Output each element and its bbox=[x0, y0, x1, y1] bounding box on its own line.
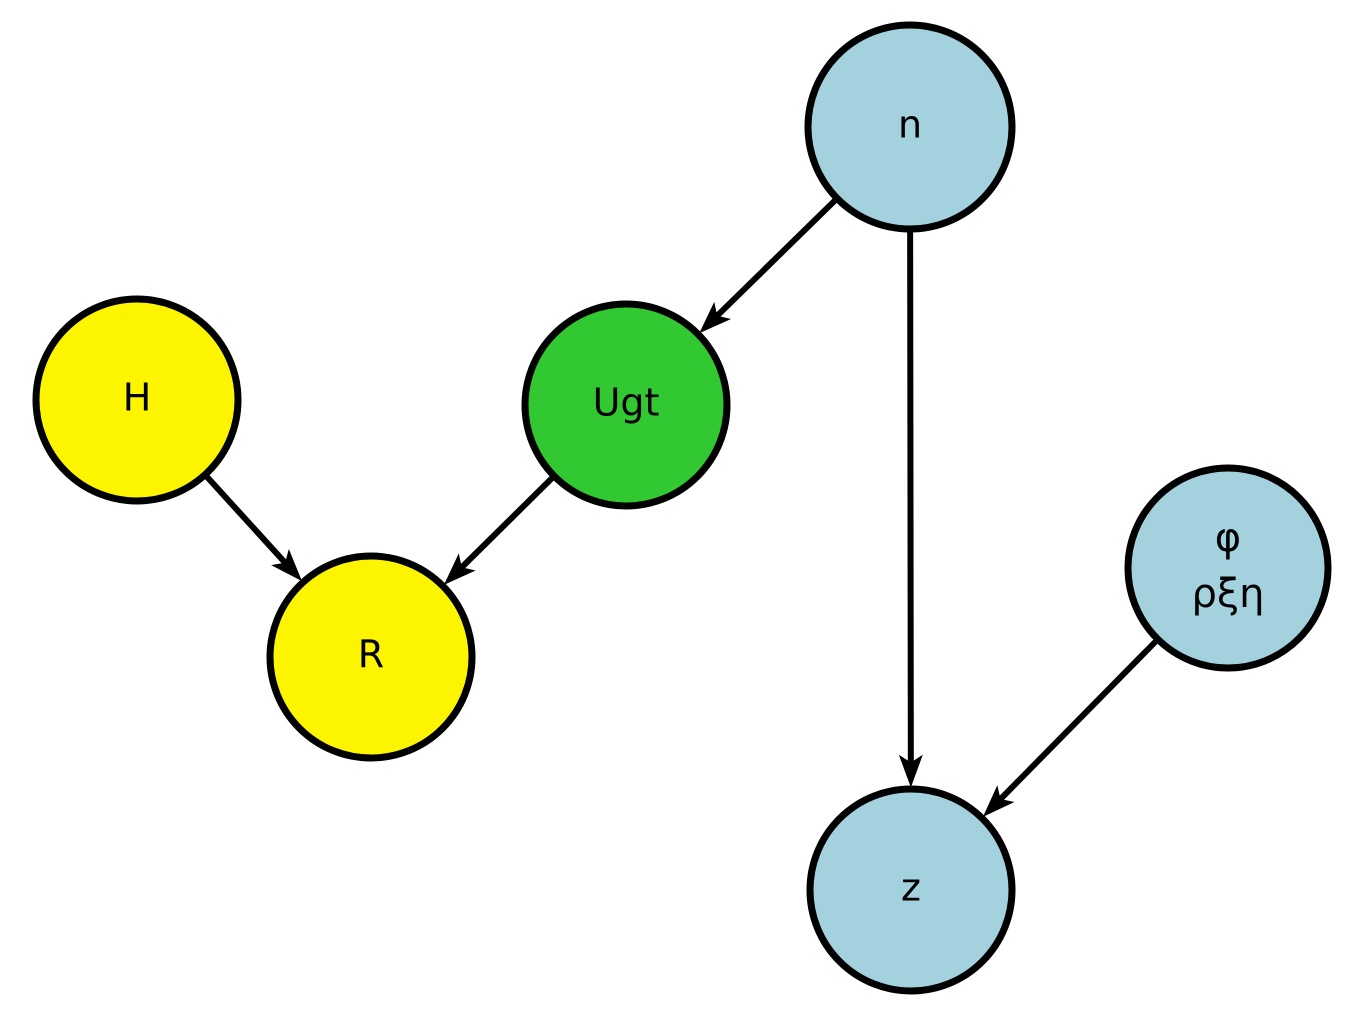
edge-line bbox=[907, 230, 914, 765]
edge-arrowhead bbox=[271, 548, 302, 582]
edge-n-to-z bbox=[898, 230, 923, 788]
edge-H-to-R bbox=[204, 474, 302, 582]
edge-line bbox=[204, 474, 289, 566]
node-circle-phi-rho-xi-eta[interactable] bbox=[1124, 464, 1332, 672]
node-H[interactable]: H bbox=[32, 295, 242, 505]
edge-arrowhead bbox=[982, 785, 1015, 817]
node-circle-H[interactable] bbox=[32, 295, 242, 505]
edge-line bbox=[458, 475, 555, 571]
node-n[interactable]: n bbox=[804, 21, 1016, 233]
edge-arrowhead bbox=[443, 553, 476, 585]
node-circle-Ugt[interactable] bbox=[521, 300, 731, 510]
edge-n-to-Ugt bbox=[699, 197, 838, 334]
node-circle-z[interactable] bbox=[806, 785, 1016, 995]
node-Ugt[interactable]: Ugt bbox=[521, 300, 731, 510]
edge-phirxieta-to-z bbox=[982, 638, 1159, 817]
edge-Ugt-to-R bbox=[443, 475, 555, 585]
edge-line bbox=[713, 197, 838, 320]
node-R[interactable]: R bbox=[266, 552, 476, 762]
node-circle-R[interactable] bbox=[266, 552, 476, 762]
edges-layer bbox=[204, 197, 1159, 817]
edge-arrowhead bbox=[898, 754, 923, 788]
node-z[interactable]: z bbox=[806, 785, 1016, 995]
edge-line bbox=[997, 638, 1159, 803]
node-circle-n[interactable] bbox=[804, 21, 1016, 233]
edge-arrowhead bbox=[699, 301, 732, 334]
